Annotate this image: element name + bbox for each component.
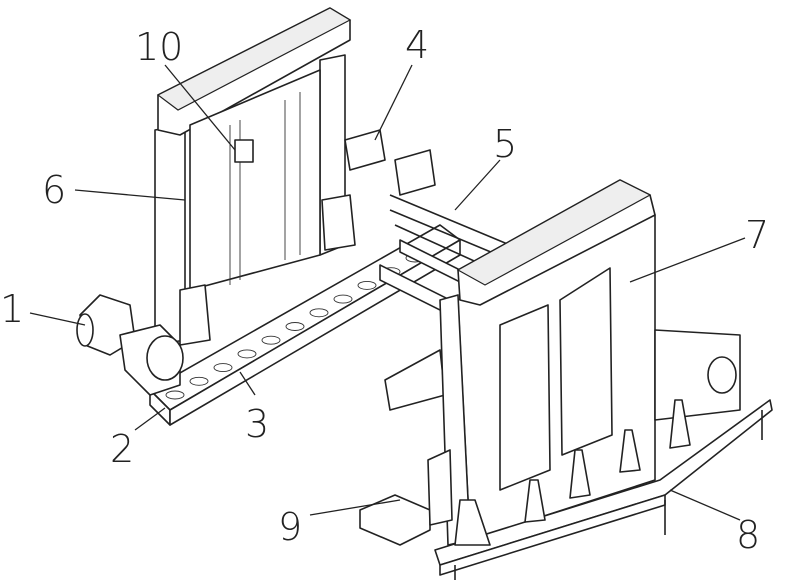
drive-motor (76, 294, 184, 396)
right-gantry-frame (434, 179, 773, 580)
label-1: 1 (0, 287, 24, 331)
left-gantry-frame (154, 7, 436, 346)
label-5: 5 (493, 122, 517, 166)
conveyor-roller (165, 390, 185, 400)
conveyor-roller (333, 294, 353, 304)
label-4: 4 (405, 23, 429, 67)
label-7: 7 (745, 213, 769, 257)
conveyor-roller (285, 322, 305, 331)
conveyor-roller (261, 335, 281, 345)
conveyor-roller (357, 280, 377, 290)
label-3: 3 (245, 402, 269, 446)
leader-lines (29, 64, 746, 521)
detection-box (359, 449, 453, 546)
conveyor-roller (189, 376, 209, 386)
label-10: 10 (135, 25, 183, 69)
label-9: 9 (278, 505, 302, 549)
conveyor-roller (213, 363, 233, 373)
conveyor-roller (309, 308, 329, 318)
label-6: 6 (42, 168, 66, 212)
label-2: 2 (110, 427, 134, 471)
label-8: 8 (736, 513, 760, 557)
conveyor-roller (237, 349, 257, 359)
